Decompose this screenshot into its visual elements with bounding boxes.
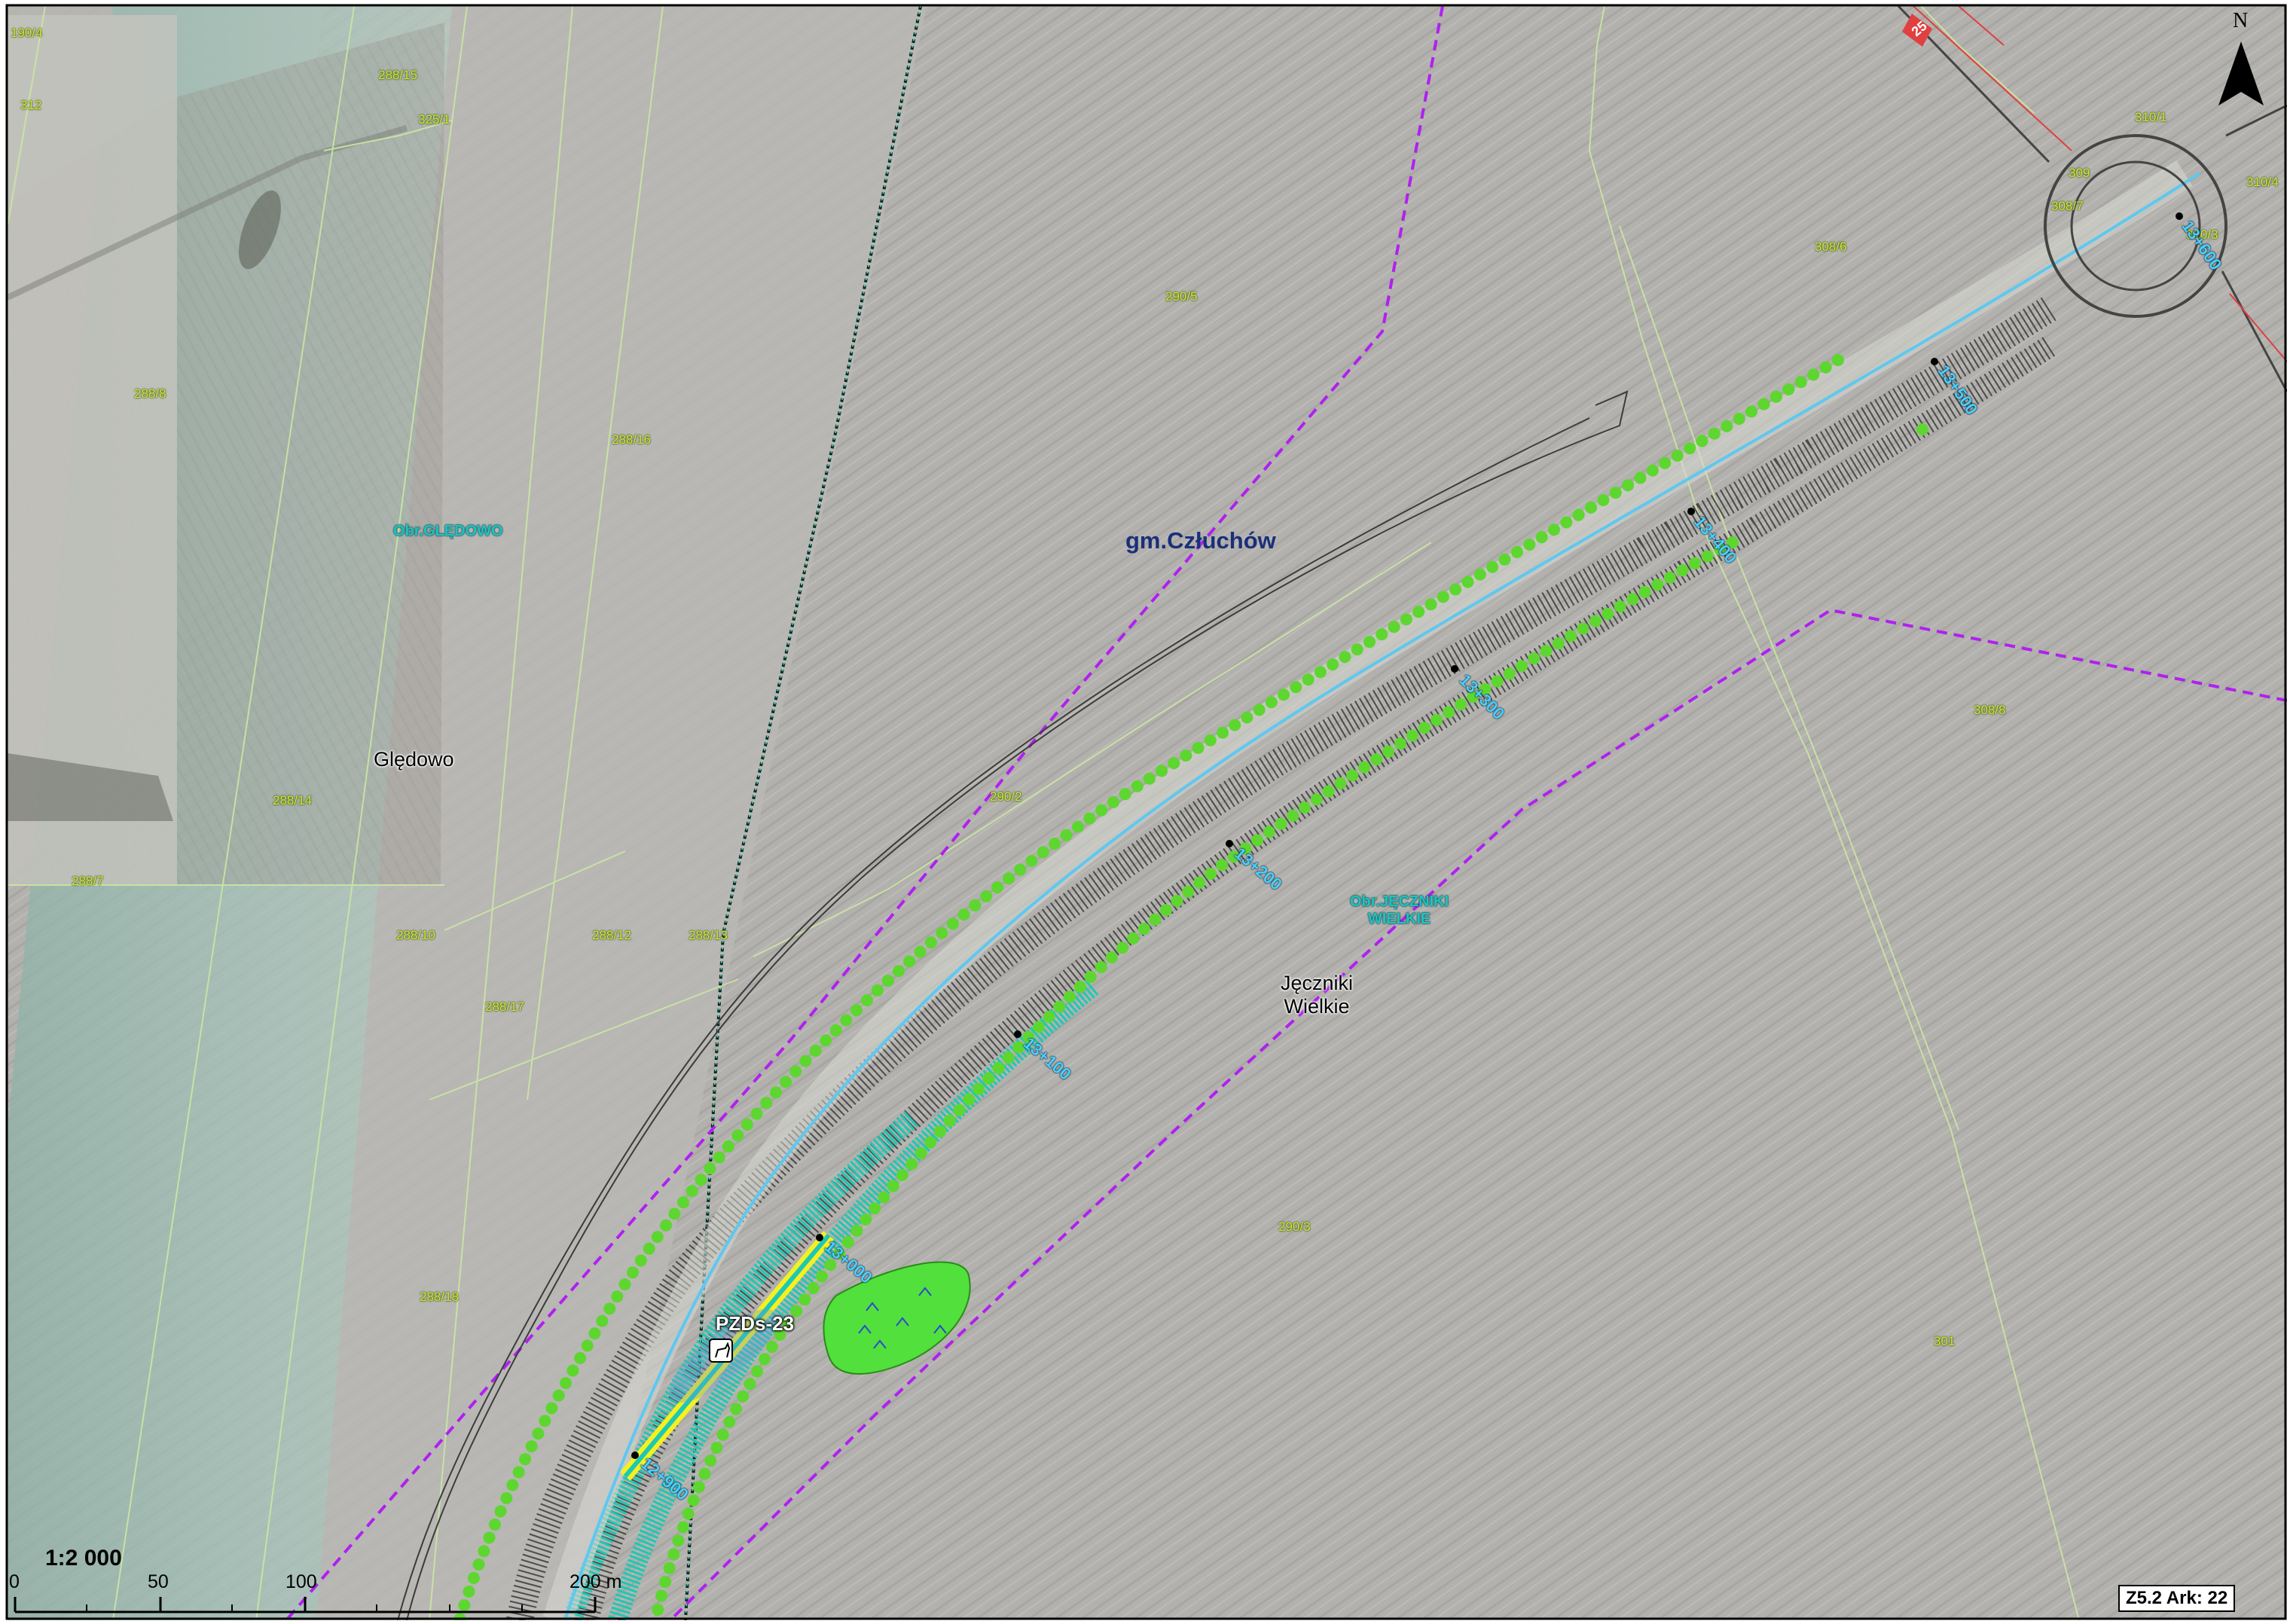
parcel-label: 288/15	[378, 68, 417, 82]
parcel-label: 288/17	[485, 1000, 524, 1014]
tree-shadow	[239, 190, 281, 270]
field-middle	[316, 6, 927, 1620]
precinct-label-jeczniki: Obr.JĘCZNIKI WIELKIE	[1350, 893, 1449, 928]
scale-tick-label: 100	[285, 1571, 317, 1592]
precinct-label-line: WIELKIE	[1367, 911, 1431, 927]
parcel-label: 288/8	[134, 386, 166, 401]
parcel-label: 190/4	[11, 26, 43, 40]
parcel-label: 288/10	[396, 928, 435, 942]
wildlife-crossing-label: PZDs-23	[716, 1312, 795, 1335]
gmina-label: gm.Człuchów	[1125, 527, 1276, 554]
road-axis	[563, 172, 2201, 1621]
hedge-single	[1916, 423, 1928, 435]
right-of-way-boundary	[285, 5, 2287, 1622]
scale-tick-label: 0	[9, 1571, 20, 1592]
precinct-boundary-inner	[685, 5, 921, 1621]
power-line-shadow	[6, 125, 408, 301]
hedge-north	[453, 354, 1844, 1624]
map-frame	[5, 4, 2287, 1620]
north-label: N	[2233, 9, 2249, 32]
parcel-label: 290/3	[1278, 1220, 1311, 1234]
scale-label: 1:2 000	[45, 1546, 122, 1571]
north-arrow-icon	[2218, 41, 2264, 105]
scale-bar	[14, 1597, 597, 1613]
parcel-label: 308/6	[1815, 240, 1847, 254]
carriageway	[542, 160, 2193, 1624]
parcel-label: 288/14	[273, 793, 312, 807]
hedge-south	[649, 536, 1739, 1624]
light-field-plot	[8, 15, 177, 885]
service-road	[397, 390, 1629, 1621]
hedge-row	[8, 753, 173, 821]
parcel-label: 288/18	[420, 1290, 459, 1304]
parcel-label: 310/1	[2135, 110, 2167, 124]
parcel-label: 310/4	[2246, 175, 2279, 189]
parcel-label: 308/7	[2051, 199, 2084, 213]
parcel-label: 288/7	[72, 874, 104, 888]
parcel-label: 310/3	[2186, 227, 2218, 242]
planting-symbols	[858, 1287, 947, 1349]
place-label-line: Wielkie	[1284, 995, 1350, 1018]
parcel-label: 288/13	[689, 928, 728, 942]
parcel-label: 308/8	[1974, 703, 2006, 717]
sheet-number: Z5.2 Ark: 22	[2118, 1585, 2236, 1612]
place-label-gledowo: Ględowo	[374, 748, 454, 771]
parcel-label: 290/2	[990, 789, 1022, 804]
precinct-label-gledowo: Obr.GLĘDOWO	[393, 523, 503, 539]
parcel-label: 301	[1934, 1334, 1956, 1348]
parcel-lines	[7, 5, 2080, 1621]
wildlife-strip-north	[563, 1111, 918, 1623]
place-label-line: Jęczniki	[1281, 972, 1354, 994]
place-label-jeczniki: Jęczniki Wielkie	[1281, 972, 1353, 1018]
scale-tick-label: 50	[148, 1571, 169, 1592]
parcel-label: 325/1	[418, 112, 450, 127]
chainage-points	[631, 212, 2183, 1459]
roundabout	[1897, 5, 2287, 392]
road-number-shield	[1902, 14, 1932, 47]
precinct-label-line: Obr.JĘCZNIKI	[1350, 893, 1449, 910]
parcel-label: 309	[2069, 166, 2090, 180]
deer-glyph	[715, 1342, 731, 1358]
parcel-label: 288/16	[612, 432, 651, 447]
planting-area	[823, 1261, 971, 1375]
parcel-label: 288/12	[592, 928, 631, 942]
parcel-label: 290/5	[1165, 289, 1198, 304]
scale-tick-label: 200 m	[569, 1571, 622, 1592]
wildlife-strip-south	[608, 979, 1099, 1623]
parcel-label: 312	[20, 98, 42, 112]
